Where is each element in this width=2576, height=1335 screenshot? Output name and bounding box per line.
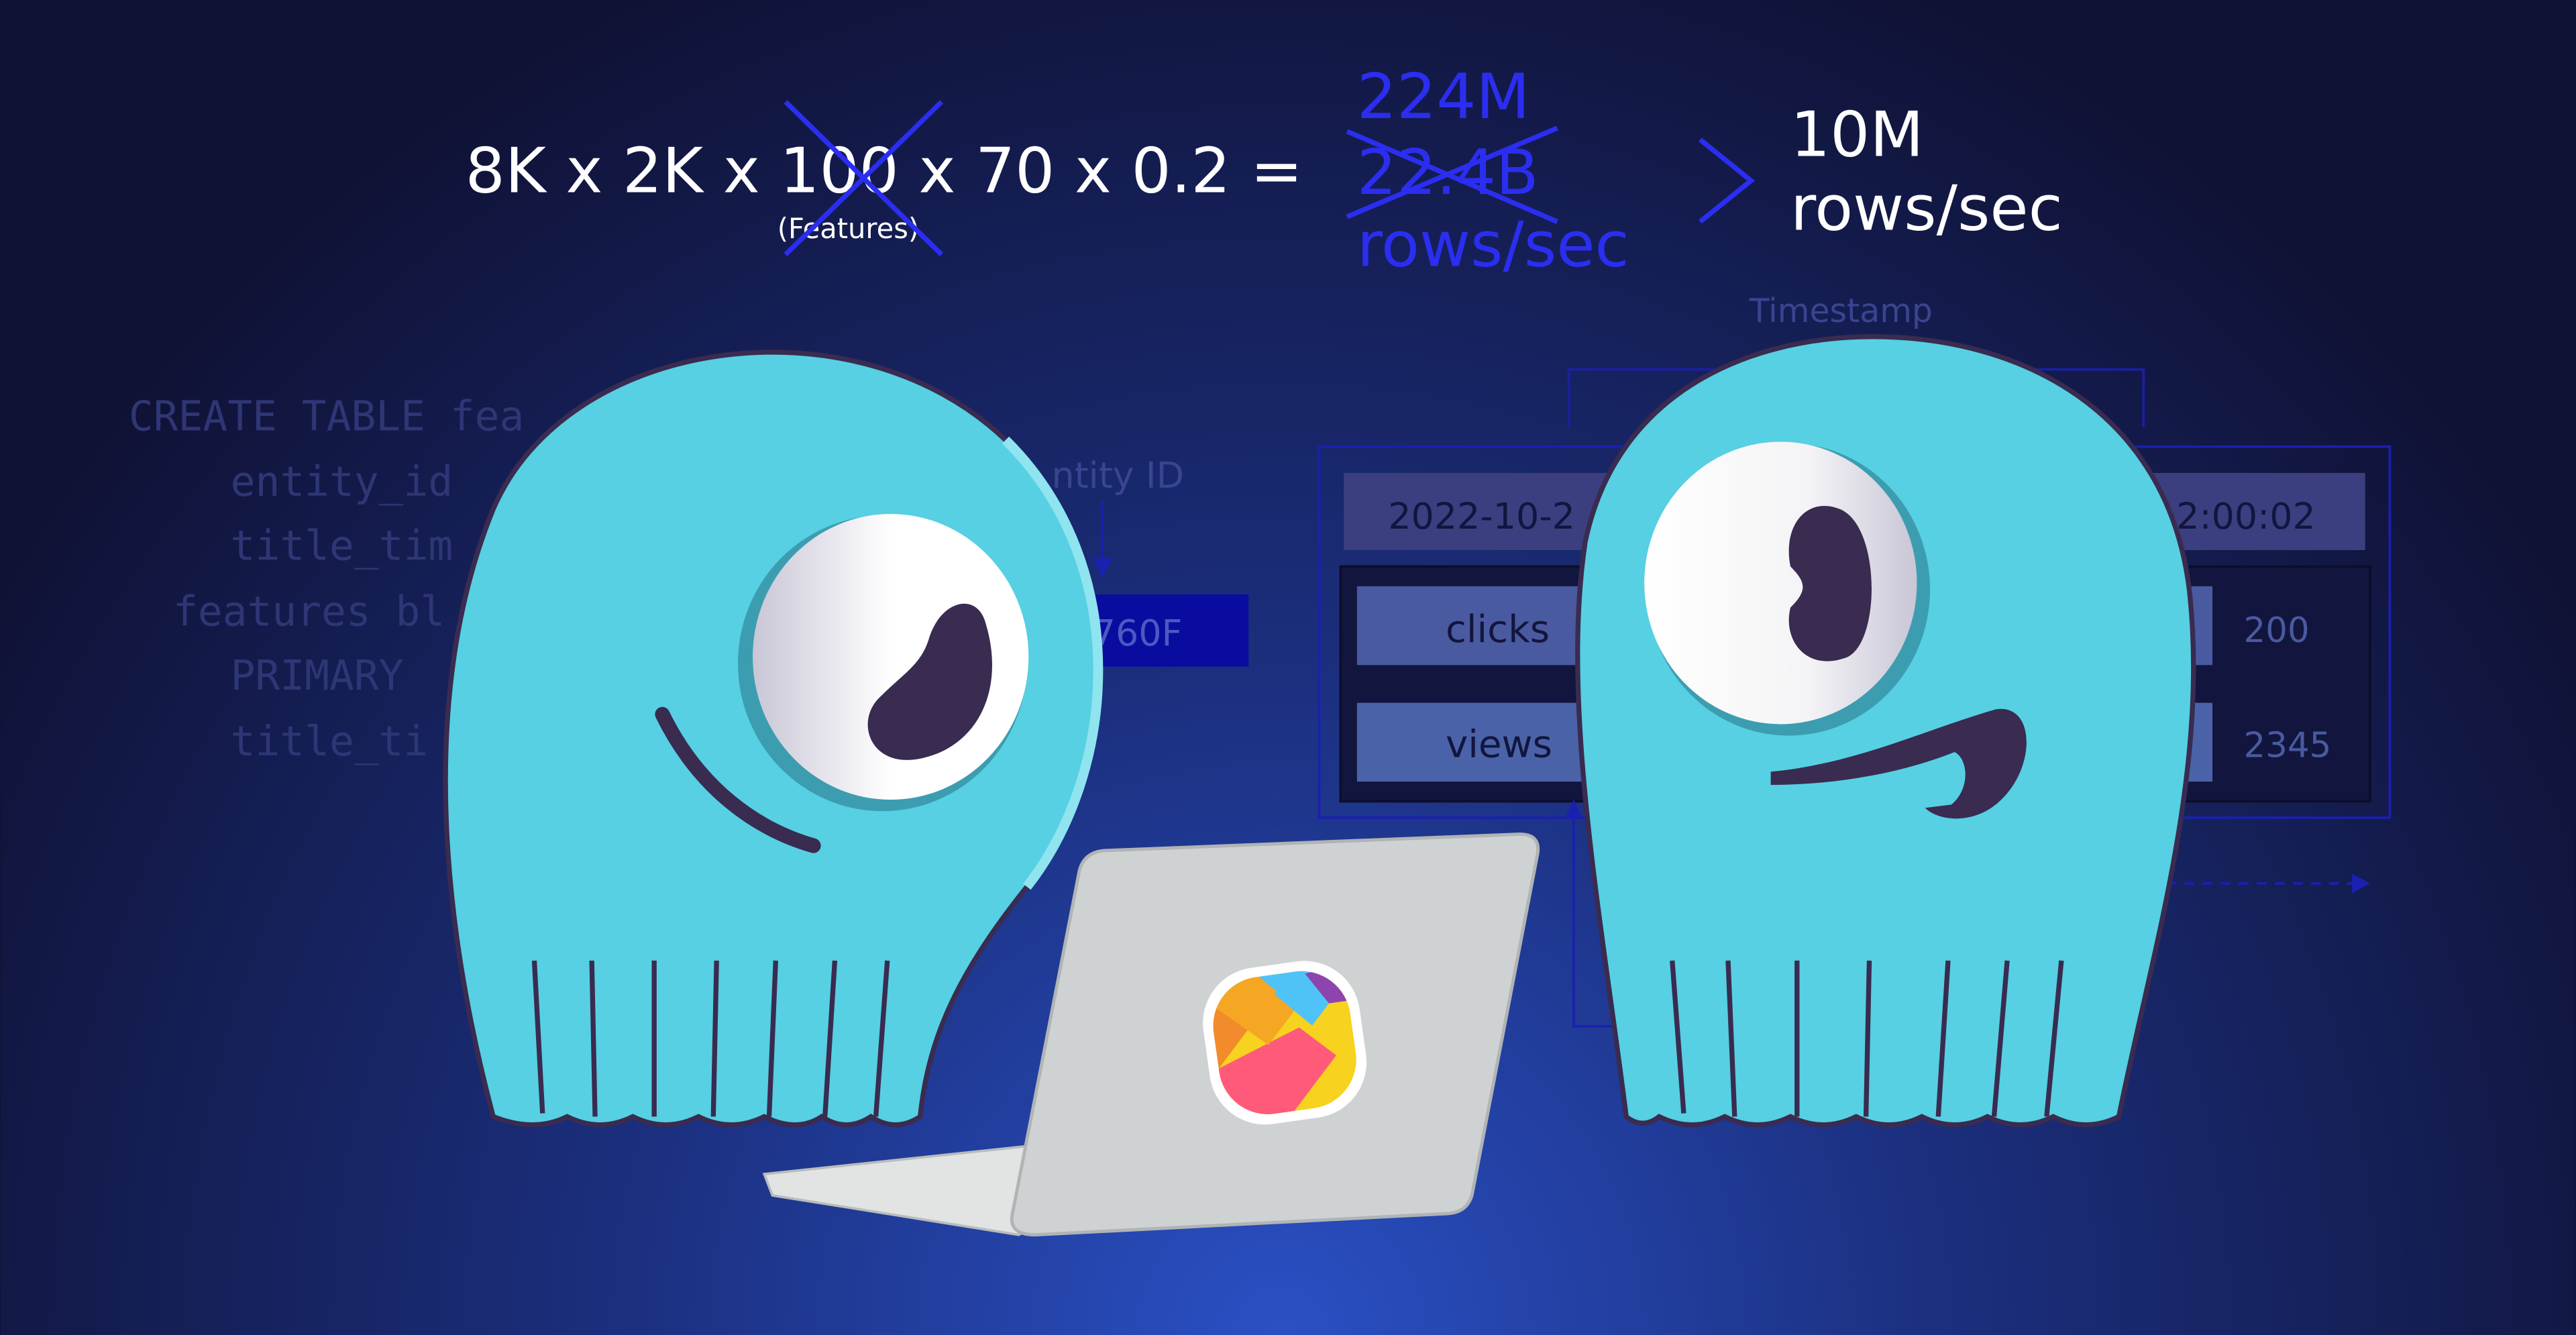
equation: 8K x 2K x 100 x 70 x 0.2 = (Features) 22… <box>466 60 2063 280</box>
entity-id-label: ntity ID <box>1052 454 1185 496</box>
right-eye <box>1644 441 1917 725</box>
timestamp-label: Timestamp <box>1749 292 1933 330</box>
row-value: 200 <box>2244 610 2310 651</box>
sql-line: PRIMARY <box>231 652 404 700</box>
smile <box>655 706 821 853</box>
corrected-result: 224M <box>1357 60 1530 133</box>
result-unit: rows/sec <box>1357 209 1629 281</box>
arrow-head-icon <box>1092 558 1113 578</box>
logo-icon <box>1203 961 1367 1125</box>
sql-line: title_tim <box>231 523 453 570</box>
sql-line: CREATE TABLE fea <box>129 392 524 440</box>
sql-line: title_ti <box>231 718 429 765</box>
sql-line: features bl <box>173 588 445 636</box>
strike-result-icon <box>1346 125 1558 224</box>
strike-features-icon <box>784 100 944 257</box>
date-left: 2022-10-2 <box>1388 495 1575 537</box>
row-value: 2345 <box>2244 725 2332 765</box>
row-name: clicks <box>1446 608 1550 651</box>
mouth <box>1770 708 2027 819</box>
row-name: views <box>1446 723 1552 766</box>
left-monster <box>443 350 1104 1128</box>
sql-line: entity_id <box>231 458 453 506</box>
entity-value: 760F <box>1093 612 1183 654</box>
right-monster <box>1575 334 2196 1128</box>
date-right: 2:00:02 <box>2176 495 2316 537</box>
laptop <box>762 832 1540 1237</box>
sql-code: CREATE TABLE fea entity_id title_tim fea… <box>129 392 524 765</box>
pupil <box>1788 506 1872 661</box>
target-unit: rows/sec <box>1790 172 2063 245</box>
pupil <box>867 603 992 760</box>
target-value: 10M <box>1790 99 1924 171</box>
greater-than-icon <box>1699 138 1756 224</box>
